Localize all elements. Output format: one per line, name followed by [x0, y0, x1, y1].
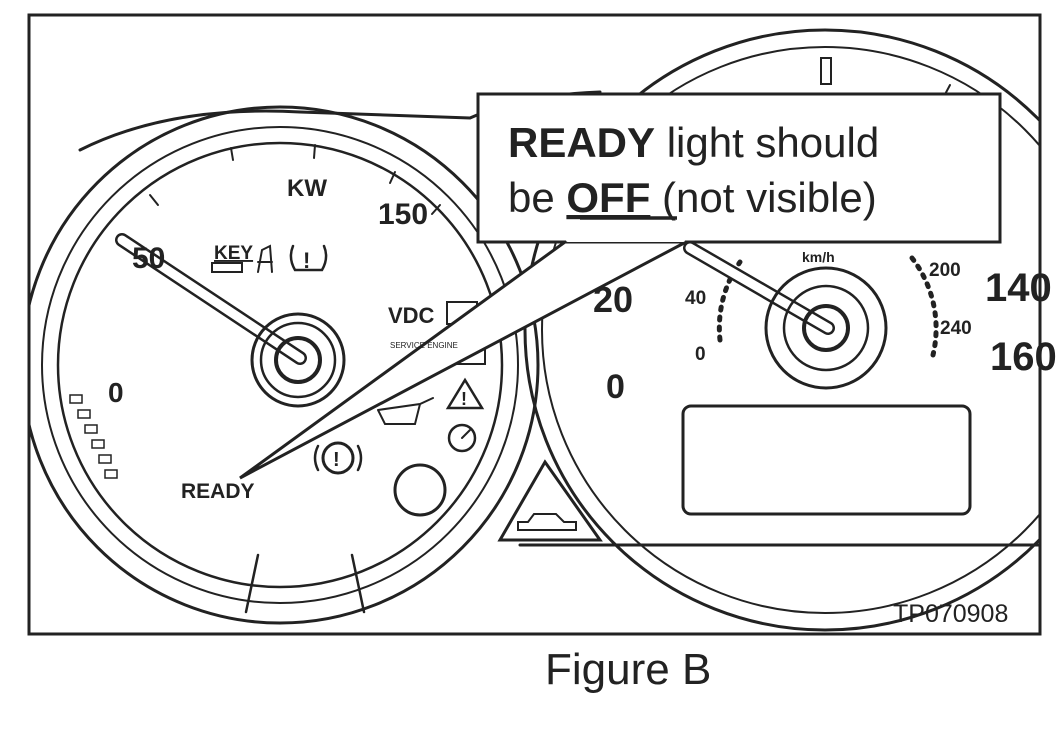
key-label: KEY	[214, 243, 253, 264]
figure-code: TP070908	[893, 600, 1008, 628]
power-needle	[115, 233, 307, 365]
speed-unit-label: km/h	[802, 249, 835, 265]
speed-label-140: 140	[985, 266, 1052, 310]
brake-exclamation: !	[333, 449, 340, 471]
power-label-0: 0	[108, 377, 124, 408]
power-label-150: 150	[378, 198, 428, 231]
callout-box	[476, 92, 1002, 244]
key-icon	[211, 262, 243, 273]
speed-label-40: 40	[685, 288, 706, 309]
callout-line-2-rest: (not visible)	[650, 174, 876, 221]
power-gauge	[29, 105, 540, 625]
speed-label-240: 240	[940, 318, 972, 339]
speed-label-160: 160	[990, 335, 1057, 379]
speedometer-gauge	[523, 28, 1040, 632]
callout-line-2: be OFF (not visible)	[508, 174, 877, 221]
indicator-circle	[393, 463, 447, 517]
speed-label-200: 200	[929, 260, 961, 281]
tire-pressure-icon	[289, 244, 328, 272]
brake-icon	[313, 441, 363, 475]
speed-label-20: 20	[593, 279, 633, 320]
speed-needle	[683, 241, 835, 335]
ready-label: READY	[181, 480, 255, 503]
warning-exclamation: !	[461, 389, 467, 409]
oil-can-icon	[377, 397, 434, 425]
car-icon	[517, 513, 577, 531]
callout-line-1: READY light should	[508, 119, 879, 166]
lcd-display	[681, 404, 972, 516]
warning-triangle-icon	[445, 377, 485, 410]
callout-line-1-rest: light should	[655, 119, 879, 166]
speed-label-0: 0	[606, 368, 625, 406]
figure-caption: Figure B	[545, 645, 711, 694]
kw-unit-label: KW	[287, 175, 327, 202]
speed-label-small-0: 0	[695, 344, 706, 365]
center-triangle	[497, 459, 603, 542]
vdc-label: VDC	[388, 303, 435, 328]
callout-off-word: OFF	[566, 174, 650, 221]
power-label-50: 50	[132, 242, 165, 275]
tpms-exclamation: !	[303, 248, 310, 273]
callout-be-word: be	[508, 174, 566, 221]
gauge-warning-icon	[447, 423, 477, 453]
seatbelt-icon	[257, 244, 273, 273]
service-engine-label: SERVICE ENGINE	[390, 341, 458, 350]
callout-ready-word: READY	[508, 119, 655, 166]
